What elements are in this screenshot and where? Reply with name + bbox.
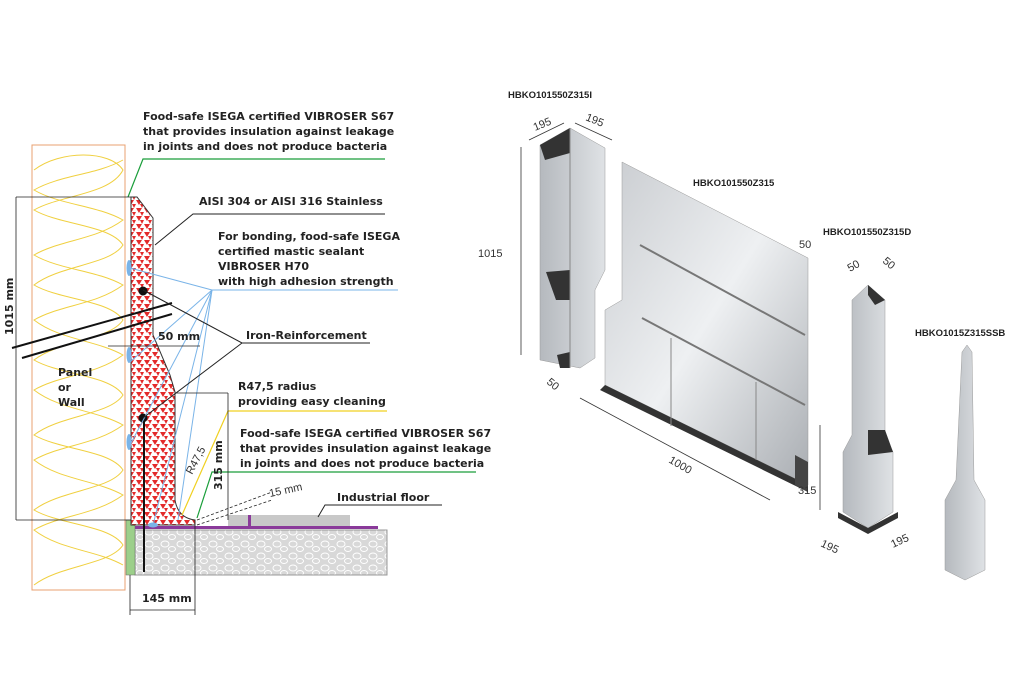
label-text: in joints and does not produce bacteria [143, 140, 387, 153]
sealant-dots [126, 260, 158, 528]
label-text: certified mastic sealant [218, 245, 364, 258]
label-text: R47,5 radius [238, 380, 317, 393]
label-text: VIBROSER H70 [218, 260, 309, 273]
label-text: 195 [584, 112, 606, 130]
dimension-lines [15, 196, 273, 615]
label-text: providing easy cleaning [238, 395, 386, 408]
floor-leader [317, 504, 442, 518]
label-text: HBKO101550Z315 [693, 178, 775, 189]
label-text: 195 [819, 538, 841, 557]
stainless-profile [130, 196, 196, 526]
label-text: in joints and does not produce bacteria [240, 457, 484, 470]
sealant-bottom-annotation: Food-safe ISEGA certified VIBROSER S67 t… [240, 427, 491, 470]
radius-dimension: R47,5 [184, 445, 208, 477]
label-text: HBKO1015Z315SSB [915, 328, 1005, 339]
label-text: 50 [544, 376, 561, 393]
sealant-top-annotation: Food-safe ISEGA certified VIBROSER S67 t… [143, 110, 394, 153]
label-text: 50 [799, 239, 811, 251]
radius-annotation: R47,5 radius providing easy cleaning [238, 380, 386, 408]
wall-label-3: Wall [58, 396, 85, 409]
sealant-bottom-leader [196, 471, 476, 519]
bonding-leaders [129, 267, 398, 526]
label-text: that provides insulation against leakage [240, 442, 491, 455]
sealant-top-leader [127, 158, 385, 198]
label-text: Food-safe ISEGA certified VIBROSER S67 [240, 427, 491, 440]
label-text: 50 [880, 255, 897, 272]
label-text: HBKO101550Z315I [508, 90, 592, 101]
reinforcement-annotation: Iron-Reinforcement [246, 329, 367, 342]
product-column: HBKO1015Z315SSB [915, 328, 1005, 581]
concrete-floor [125, 515, 388, 576]
material-annotation: AISI 304 or AISI 316 Stainless [199, 195, 383, 208]
label-text: 195 [889, 532, 911, 551]
product-straight: HBKO101550Z315 50 1000 315 [579, 161, 821, 510]
gap-dimension: 15 mm [268, 481, 303, 500]
wall-label-1: Panel [58, 366, 92, 379]
depth-dimension: 145 mm [142, 592, 192, 605]
floor-annotation: Industrial floor [337, 491, 430, 504]
wall-panel [31, 144, 126, 591]
label-text: that provides insulation against leakage [143, 125, 394, 138]
label-text: 1015 [478, 248, 502, 260]
label-text: 315 [798, 485, 816, 497]
material-leader [154, 213, 385, 246]
offset-dimension: 50 mm [158, 330, 200, 343]
iron-reinforcement [11, 286, 173, 572]
height-dimension: 1015 mm [3, 278, 16, 335]
wall-label-2: or [58, 381, 72, 394]
label-text: with high adhesion strength [218, 275, 394, 288]
curve-height-dimension: 315 mm [212, 440, 225, 490]
label-text: HBKO101550Z315D [823, 227, 911, 238]
label-text: 195 [532, 116, 554, 134]
label-text: For bonding, food-safe ISEGA [218, 230, 400, 243]
product-inner-corner: HBKO101550Z315I 195 195 1015 50 [478, 90, 613, 393]
label-text: Food-safe ISEGA certified VIBROSER S67 [143, 110, 394, 123]
product-outer-corner: HBKO101550Z315D 50 50 195 195 [819, 227, 912, 556]
bonding-annotation: For bonding, food-safe ISEGA certified m… [218, 230, 400, 288]
label-text: 1000 [667, 454, 694, 477]
label-text: 50 [846, 258, 863, 275]
